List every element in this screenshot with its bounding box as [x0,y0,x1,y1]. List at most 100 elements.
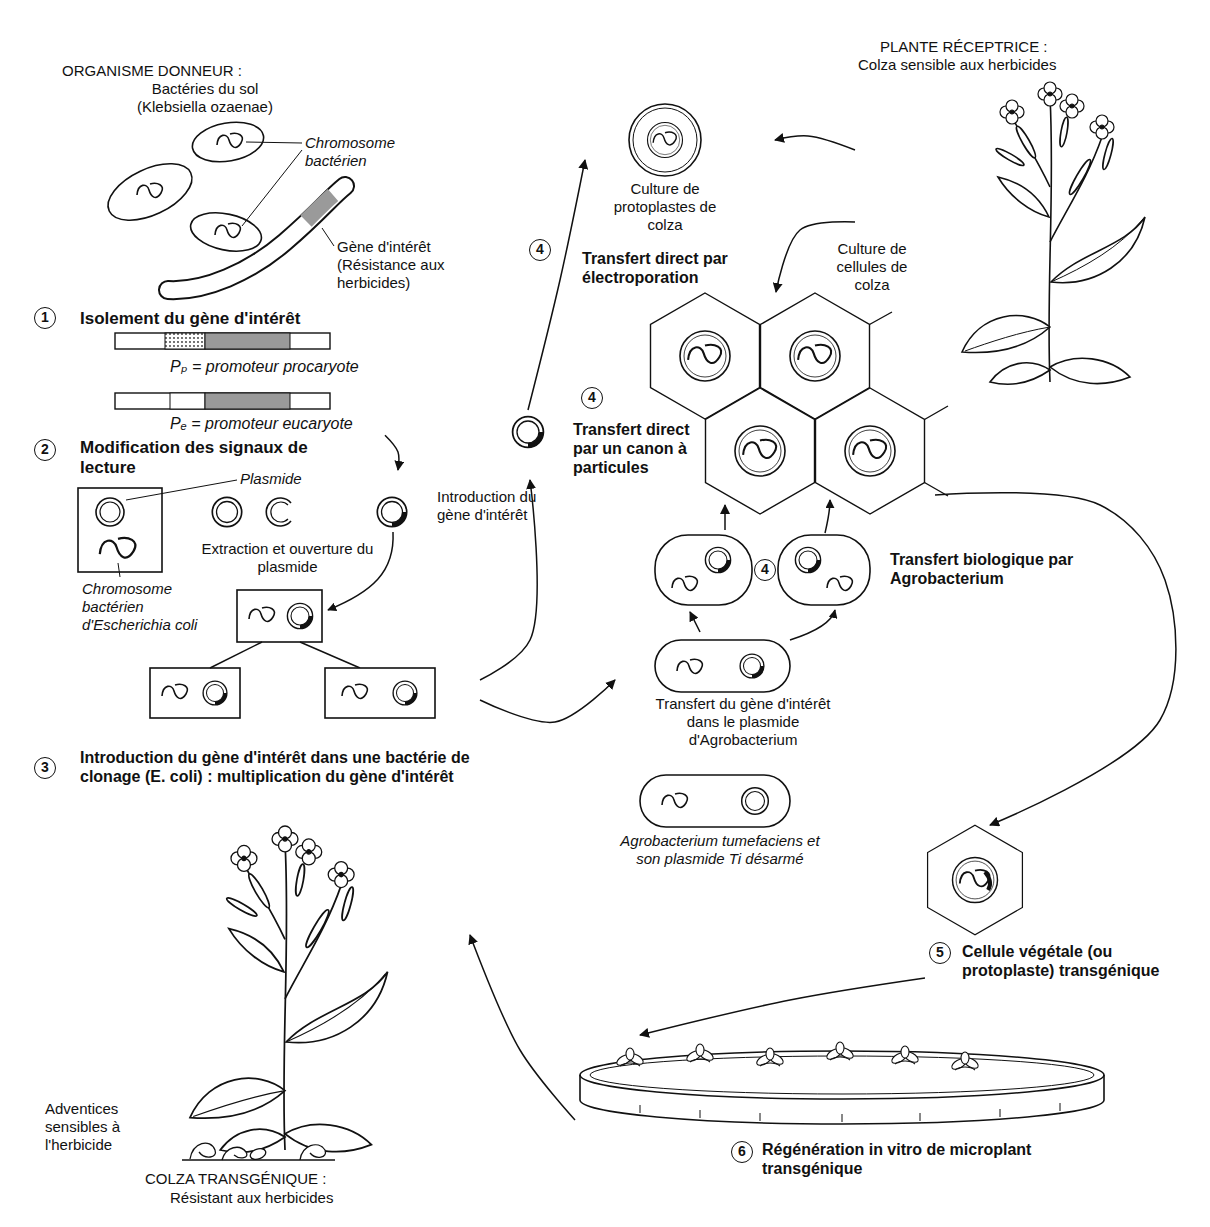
ecoli-cell [237,590,322,642]
bacterium-rod [168,186,345,290]
callout-number: 5 [929,942,951,964]
figure-text: Extraction et ouverture du plasmide [200,540,375,576]
ecoli-cell [78,488,162,572]
callout-number: 6 [731,1141,753,1163]
weed [222,1147,247,1160]
plant-cell [928,825,1023,935]
chromosome [672,576,697,590]
recombinant-plasmid [740,654,764,678]
nucleus [680,331,730,381]
plant-cell [816,388,925,514]
chromosome [162,684,187,698]
figure-region: Modification des signaux de lecturePlasm… [55,470,570,642]
figure-region: Introduction du gène d'intérêt dans une … [55,668,480,812]
protoplast [633,108,697,172]
microplant [890,1046,920,1065]
callout-number: 1 [34,307,56,329]
flow-arrow [775,136,855,150]
microplant [950,1052,980,1071]
flow-arrow [935,493,1176,825]
chromosome [342,684,367,698]
figure-text: Pₚ = promoteur procaryote [170,357,359,376]
flow-arrow [385,435,399,470]
flow-arrow [210,642,262,668]
gene-insert [985,872,990,890]
figure-text: Chromosome bactérien d'Escherichia coli [82,580,212,634]
gene-bar [115,333,330,349]
ecoli-cell [150,668,240,718]
ti-plasmid [742,788,769,815]
open-plasmid [266,498,291,526]
recombinant-plasmid [393,681,417,705]
chromosome [662,793,687,807]
gene-segment [205,333,290,349]
recombinant-plasmid [377,497,406,526]
leader-line [246,142,302,143]
figure-region: Agrobacterium tumefaciens et son plasmid… [565,765,875,890]
gene-bar [115,393,330,409]
chromosome [137,183,162,197]
process-arrow [790,610,835,640]
figure-text: Agrobacterium tumefaciens et son plasmid… [610,832,830,868]
recombinant-plasmid [705,547,730,572]
microplant [825,1042,855,1061]
colza-plant [962,82,1145,384]
flow-arrow [724,505,726,530]
figure-text: PLANTE RÉCEPTRICE : [880,38,1048,56]
nucleus [845,426,895,476]
figure-region: Culture de cellules de colza [712,292,935,505]
microplant [685,1044,715,1063]
agrobacterium [778,535,870,605]
weed [249,1147,267,1162]
chromosome [827,576,852,590]
figure-text: Régénération in vitro de microplant tran… [762,1140,1102,1178]
figure-text: Transfert biologique par Agrobacterium [890,550,1130,588]
figure-text: Gène d'intérêt (Résistance aux herbicide… [337,238,472,292]
leader-line [126,480,237,500]
bacterium [187,207,265,257]
leader-line [118,563,120,577]
figure-text: Pₑ = promoteur eucaryote [170,414,353,433]
figure-text: COLZA TRANSGÉNIQUE : [145,1170,326,1188]
figure-region: Régénération in vitro de microplant tran… [575,1035,1110,1185]
agrobacterium [655,535,752,605]
figure-region: Isolement du gène d'intérêtPₚ = promoteu… [55,305,420,435]
ground-line [182,1159,335,1160]
process-arrow [825,500,830,533]
figure-text: Chromosome bactérien [305,134,415,170]
figure-region: Cellule végétale (ou protoplaste) transg… [925,825,1175,1002]
plant-cell [706,388,815,514]
flow-arrow [480,680,615,722]
flow-arrow [470,935,575,1120]
protoplast [629,104,701,176]
figure-text: Plasmide [240,470,302,488]
gene-segment [306,195,333,221]
petri-dish [580,1075,1104,1124]
figure-region: Culture de protoplastes de colza [585,95,775,236]
petri-dish [580,1051,1104,1099]
nucleus [790,331,840,381]
figure-region: Adventices sensibles à l'herbicideCOLZA … [40,820,470,1210]
figure-text: Cellule végétale (ou protoplaste) transg… [962,942,1172,980]
callout-number: 2 [34,439,56,461]
promoter-segment [170,393,205,409]
leader-line [242,150,302,226]
dish-ticks [640,1103,1060,1122]
nucleus [648,123,683,158]
gene-segment [205,393,290,409]
chromosome [217,133,242,147]
figure-region: Transfert du gène d'intérêt dans le plas… [615,632,870,752]
plasmid [212,497,241,526]
edge-label: Transfert direct par électroporation [580,248,754,288]
split-line [300,642,360,668]
figure-text: Adventices sensibles à l'herbicide [45,1100,145,1154]
recombinant-plasmid [203,681,227,705]
agrobacterium [640,775,790,827]
microplant [755,1048,785,1067]
bacterium-rod [168,186,345,290]
recombinant-plasmid [795,547,820,572]
figure-text: Bactéries du sol (Klebsiella ozaenae) [115,80,295,116]
weed [190,1143,215,1159]
open-plasmid [271,502,288,522]
